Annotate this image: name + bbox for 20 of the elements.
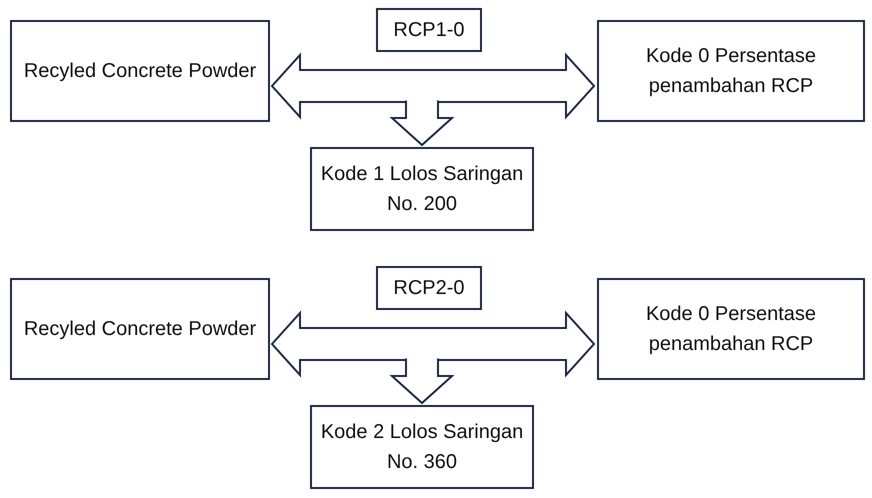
box-label: Recyled Concrete Powder <box>24 317 256 342</box>
process-box <box>10 278 270 380</box>
process-box <box>310 147 534 231</box>
process-box <box>376 266 482 310</box>
block-arrow <box>389 358 455 404</box>
box-label: RCP1-0 <box>393 18 465 43</box>
block-arrow <box>389 100 455 146</box>
box-label: Recyled Concrete Powder <box>24 59 256 84</box>
box-label: Kode 0 Persentase penambahan RCP <box>644 44 818 99</box>
block-arrow <box>270 310 596 378</box>
box-label: Kode 2 Lolos Saringan No. 360 <box>320 420 524 475</box>
process-box <box>376 8 482 52</box>
process-box <box>10 20 270 122</box>
box-label: RCP2-0 <box>393 276 465 301</box>
process-box <box>310 405 534 489</box>
process-box <box>597 278 865 380</box>
process-box <box>597 20 865 122</box>
box-label: Kode 0 Persentase penambahan RCP <box>644 302 818 357</box>
box-label: Kode 1 Lolos Saringan No. 200 <box>320 162 524 217</box>
block-arrow <box>270 52 596 120</box>
